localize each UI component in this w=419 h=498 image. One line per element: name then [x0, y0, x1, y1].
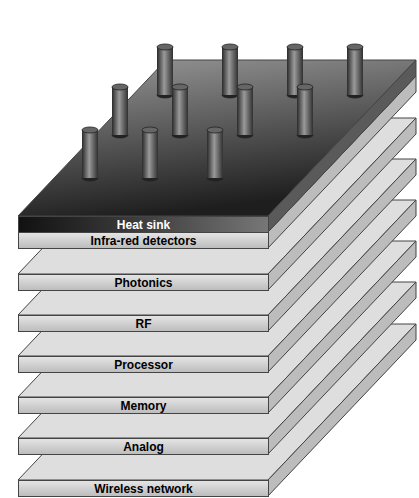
- layer-label: Infra-red detectors: [90, 234, 196, 248]
- stack-layer: RF: [18, 315, 269, 332]
- layer-label: Wireless network: [94, 482, 193, 496]
- stack-layer: Wireless network: [18, 480, 269, 497]
- layer-label: Processor: [114, 358, 173, 372]
- layer-label: Photonics: [114, 276, 172, 290]
- layer-label: Memory: [120, 399, 166, 413]
- layer-label: Heat sink: [117, 218, 170, 232]
- stack-layer: Infra-red detectors: [18, 232, 269, 249]
- stack-layer: Photonics: [18, 274, 269, 291]
- stack-layer: Analog: [18, 438, 269, 455]
- layer-label: Analog: [123, 440, 164, 454]
- heat-sink-pins: [82, 44, 363, 181]
- stack-layer: Memory: [18, 397, 269, 414]
- layer-label: RF: [136, 317, 152, 331]
- heat-sink-layer: Heat sink: [18, 216, 269, 233]
- layer-slabs: [18, 60, 416, 496]
- stack-layer: Processor: [18, 356, 269, 373]
